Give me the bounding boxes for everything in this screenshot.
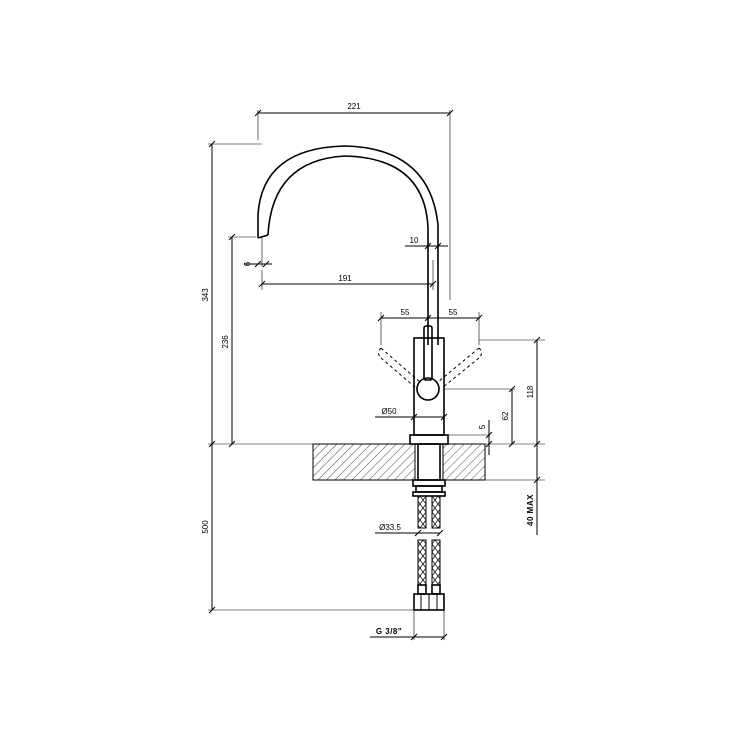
countertop-section	[312, 443, 486, 481]
dimension-labels: 221 343 236 500 191 6 10 55 55 118 62 5 …	[201, 102, 535, 636]
dim-body-height: 62	[501, 411, 510, 420]
dim-spout-reach: 191	[338, 274, 352, 283]
dim-spout-tip: 6	[243, 261, 252, 266]
dim-handle-right: 55	[449, 308, 458, 317]
dim-handle-height: 118	[526, 385, 535, 398]
handle-swing-right	[437, 347, 482, 389]
dimension-lines	[208, 109, 541, 641]
dim-shank-diameter: Ø33.5	[379, 523, 401, 532]
dim-thread: G 3/8"	[376, 627, 402, 636]
dim-width-total: 221	[347, 102, 361, 111]
handle-swing-left	[378, 347, 421, 389]
dim-spout-offset: 10	[410, 236, 419, 245]
faucet-body	[409, 300, 449, 445]
dim-base-gap: 5	[478, 424, 487, 429]
dim-height-total: 343	[201, 288, 210, 302]
dim-spout-height: 236	[221, 335, 230, 349]
shank-and-hoses	[412, 443, 446, 611]
dim-handle-left: 55	[401, 308, 410, 317]
spout	[257, 145, 439, 300]
extension-lines	[208, 110, 545, 640]
dim-deck-thickness: 40 MAX	[526, 494, 535, 526]
dim-hose-length: 500	[201, 520, 210, 534]
dim-body-diameter: Ø50	[381, 407, 397, 416]
